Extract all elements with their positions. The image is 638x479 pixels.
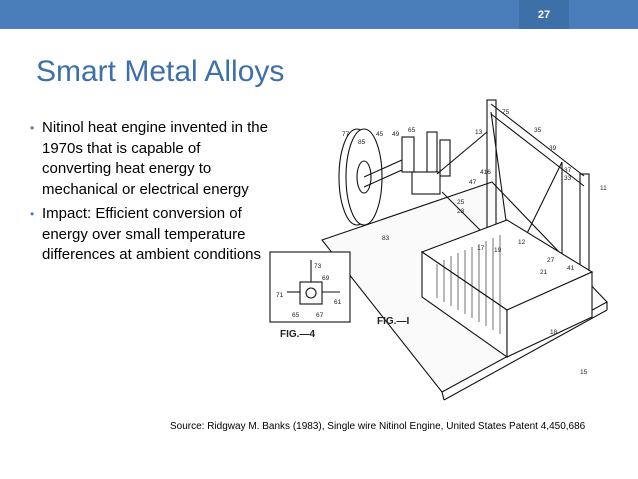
ref-number: 33 [564,175,572,182]
bullet-text: Nitinol heat engine invented in the 1970… [42,119,268,198]
bullet-dot-icon: • [30,207,35,221]
ref-number: 18 [550,329,558,336]
ref-number: 75 [502,109,510,116]
ref-number: 77 [342,131,350,138]
ref-number: 12 [518,239,526,246]
ref-number: 65 [292,312,300,319]
ref-number: 41 [567,265,575,272]
ref-number: 47 [469,179,477,186]
ref-number: 69 [322,275,330,282]
ref-number: 39 [549,145,557,152]
ref-number: 49 [392,131,400,138]
ref-number: 37 [564,167,572,174]
ref-number: 13 [475,129,483,136]
bullet-dot-icon: • [30,121,35,135]
ref-number: 45 [376,131,384,138]
ref-number: 416 [480,169,491,176]
ref-number: 21 [540,269,548,276]
bullet-item: • Nitinol heat engine invented in the 19… [30,118,270,200]
ref-number: 83 [382,235,390,242]
ref-number: 27 [547,257,555,264]
ref-number: 61 [334,299,342,306]
ref-number: 73 [314,263,322,270]
bullet-text: Impact: Efficient conversion of energy o… [42,205,262,263]
source-caption: Source: Ridgway M. Banks (1983), Single … [170,421,586,432]
patent-drawing: 77 85 45 49 65 13 75 35 39 37 33 416 47 … [269,99,608,401]
page-number: 27 [519,0,569,29]
bullet-item: • Impact: Efficient conversion of energy… [30,204,270,266]
bullet-list: • Nitinol heat engine invented in the 19… [30,118,270,270]
ref-number: 17 [477,245,485,252]
ref-number: 71 [276,292,284,299]
figure-label: FIG.—4 [280,329,315,340]
ref-number: 67 [316,312,324,319]
ref-number: 25 [457,199,465,206]
ref-number: 35 [534,127,542,134]
ref-number: 15 [580,369,588,376]
ref-number: 85 [358,139,366,146]
figure-label: FIG.—I [377,316,409,327]
ref-number: 11 [600,185,607,192]
ref-number: 23 [457,208,465,215]
slide-title: Smart Metal Alloys [36,55,285,88]
ref-number: 65 [408,127,416,134]
ref-number: 19 [494,247,502,254]
